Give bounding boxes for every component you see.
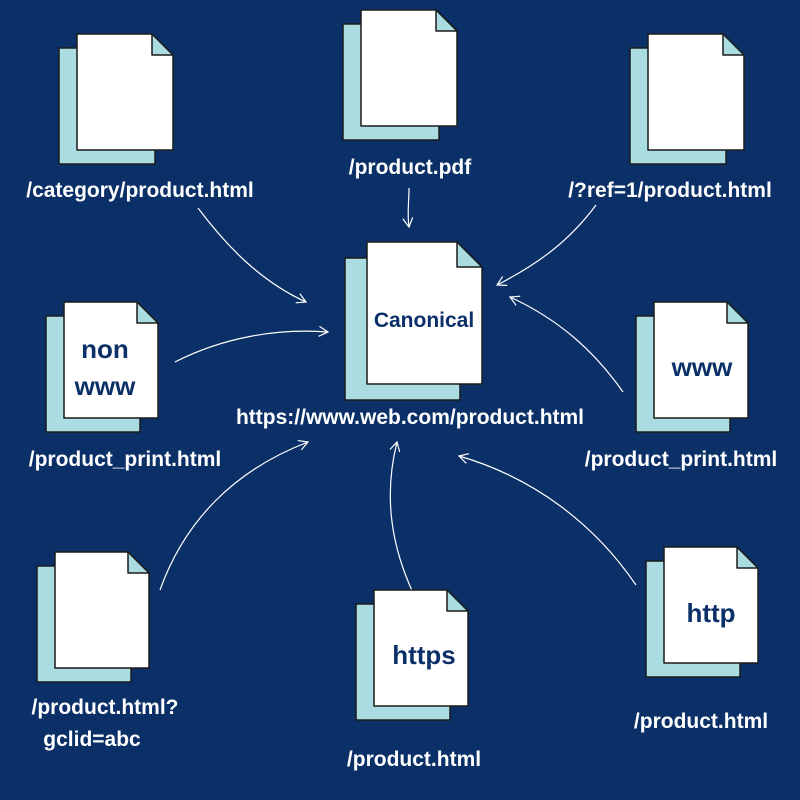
page-front-shape xyxy=(663,546,759,664)
variant-doc-text-non-www-1: non xyxy=(81,334,129,364)
arrow-category xyxy=(197,207,308,304)
page-front-shape xyxy=(360,9,458,127)
page-front-shape xyxy=(76,33,174,151)
page-fold-corner xyxy=(456,241,483,268)
page-fold-corner xyxy=(722,33,745,56)
page-front-shape xyxy=(647,33,745,151)
page-front-shape xyxy=(54,551,150,669)
page-fold-corner xyxy=(736,546,759,569)
page-front-shape xyxy=(63,301,159,419)
variant-label-non-www: /product_print.html xyxy=(29,448,222,471)
variant-label-pdf: /product.pdf xyxy=(349,156,472,179)
variant-document-www xyxy=(635,301,749,433)
variant-document-category xyxy=(58,33,174,165)
variant-document-https xyxy=(355,589,469,721)
page-front-shape xyxy=(653,301,749,419)
variant-label-gclid-2: gclid=abc xyxy=(43,728,141,751)
page-fold-corner xyxy=(151,33,174,56)
variant-document-http xyxy=(645,546,759,678)
page-fold-corner xyxy=(136,301,159,324)
canonical-document xyxy=(344,241,483,401)
arrow-ref xyxy=(495,204,597,286)
variant-label-https: /product.html xyxy=(347,748,481,771)
canonical-url: https://www.web.com/product.html xyxy=(236,406,584,429)
page-fold-corner xyxy=(726,301,749,324)
arrow-gclid xyxy=(159,439,310,591)
arrows xyxy=(159,187,637,596)
arrow-non-www xyxy=(174,325,330,363)
variant-label-gclid-1: /product.html? xyxy=(32,696,179,719)
variant-doc-text-https: https xyxy=(392,640,456,670)
page-front-shape xyxy=(366,241,483,385)
page-fold-corner xyxy=(127,551,150,574)
arrow-pdf xyxy=(402,187,414,229)
variant-label-http: /product.html xyxy=(634,710,768,733)
variant-document-non-www xyxy=(45,301,159,433)
variant-label-ref: /?ref=1/product.html xyxy=(568,179,772,202)
canonical-doc-text: Canonical xyxy=(374,309,474,332)
variant-doc-text-non-www-2: www xyxy=(74,371,136,401)
arrow-www xyxy=(508,295,624,393)
page-fold-corner xyxy=(446,589,469,612)
variant-document-gclid xyxy=(36,551,150,683)
arrow-https xyxy=(389,440,415,596)
page-fold-corner xyxy=(435,9,458,32)
variant-doc-text-http: http xyxy=(686,598,735,628)
variant-document-ref xyxy=(629,33,745,165)
variant-label-category: /category/product.html xyxy=(26,179,254,202)
variant-label-www: /product_print.html xyxy=(585,448,778,471)
page-front-shape xyxy=(373,589,469,707)
variant-document-pdf xyxy=(342,9,458,141)
variant-doc-text-www: www xyxy=(671,352,733,382)
arrow-http xyxy=(457,453,637,586)
